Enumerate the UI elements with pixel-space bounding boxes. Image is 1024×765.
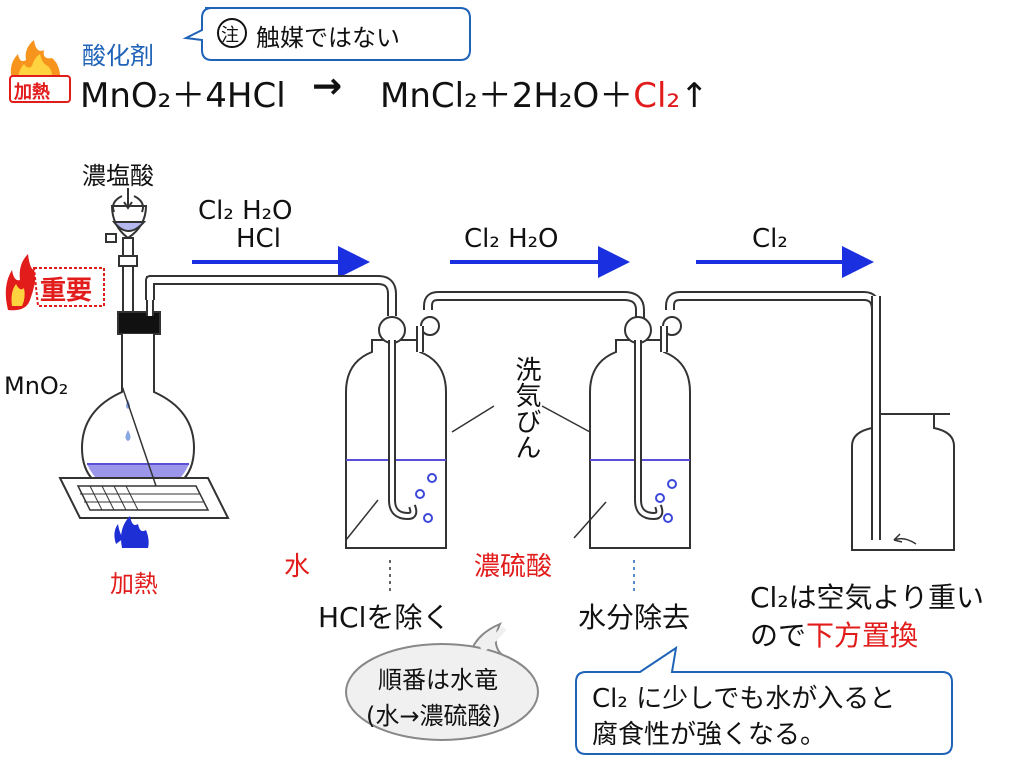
heavy-note-prefix: ので: [750, 619, 807, 652]
flow2-label: Cl₂ H₂O: [464, 224, 559, 254]
heat-label: 加熱: [110, 570, 158, 598]
washing-bottle-2: [589, 316, 691, 549]
collection-bottle: [851, 296, 955, 551]
conc-hcl-label: 濃塩酸: [82, 162, 154, 190]
heavy-note-line1: Cl₂は空気より重い: [750, 581, 984, 614]
sulfuric-label: 濃硫酸: [474, 552, 553, 582]
products-main: MnCl₂＋2H₂O＋: [380, 76, 634, 116]
note-callout: [182, 7, 471, 61]
flow3-label: Cl₂: [752, 224, 788, 254]
heavy-note-red: 下方置換: [806, 619, 919, 652]
equation-reactants: MnO₂＋4HCl: [80, 76, 286, 116]
heavy-note-line2: ので下方置換: [750, 614, 918, 654]
note-circle-char: 注: [221, 25, 239, 46]
important-label: 重要: [40, 276, 93, 306]
water-removal-label: 水分除去: [578, 601, 691, 634]
flow1-line2: HCl: [236, 224, 281, 254]
washing-bottle-1: [345, 316, 447, 549]
water-label: 水: [284, 552, 311, 582]
washing-bottle-label: 洗気びん: [511, 356, 541, 460]
order-note-line2: (水→濃硫酸): [366, 702, 501, 730]
pointer-lines: [121, 385, 917, 592]
order-bubble: [345, 622, 539, 741]
equation-products: MnCl₂＋2H₂O＋Cl₂↑: [380, 68, 709, 117]
gas-arrow: ↑: [680, 76, 709, 116]
oxidizer-label: 酸化剤: [82, 42, 154, 70]
corrosion-note-line1: Cl₂ に少しでも水が入ると: [592, 684, 896, 714]
heat-badge-flame: [9, 40, 71, 103]
heat-badge-label: 加熱: [14, 82, 50, 103]
flask-assembly: [58, 188, 230, 548]
hcl-removal-label: HClを除く: [318, 601, 451, 634]
order-note-line1: 順番は水竜: [378, 666, 498, 694]
equation-arrow: →: [312, 66, 343, 107]
note-text: 触媒ではない: [256, 24, 400, 52]
flow1-line1: Cl₂ H₂O: [198, 196, 293, 226]
mno2-label: MnO₂: [4, 372, 69, 400]
product-cl2: Cl₂: [633, 76, 681, 116]
important-badge: [5, 254, 105, 311]
corrosion-note-line2: 腐食性が強くなる。: [592, 720, 827, 750]
corrosion-callout: [575, 645, 953, 755]
